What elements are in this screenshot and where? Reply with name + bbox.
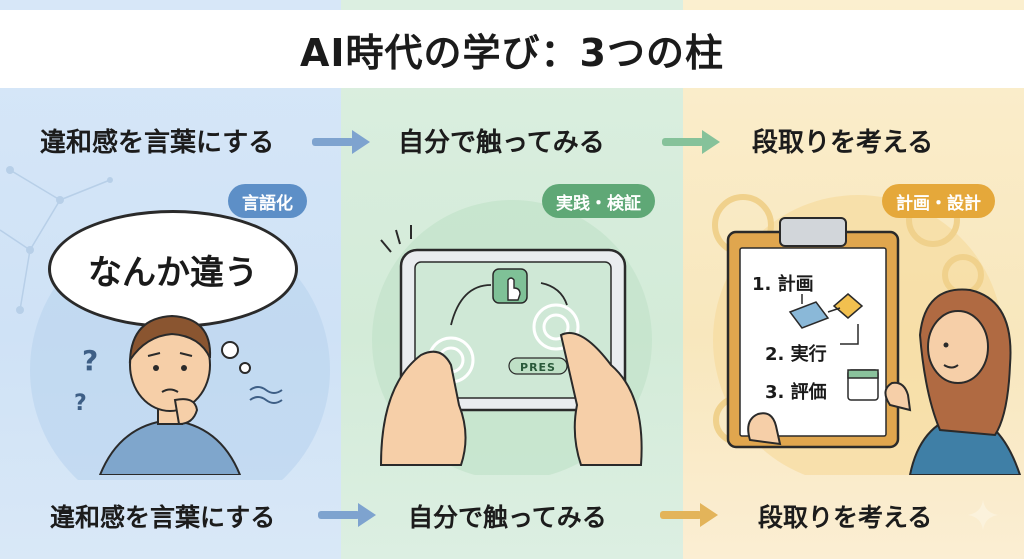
press-button-label: PRES: [520, 360, 556, 374]
step-top-3: 段取りを考える: [752, 128, 934, 158]
speech-text: なんか違う: [88, 252, 258, 293]
tag-verbalize: 言語化: [228, 184, 307, 218]
step-bottom-2: 自分で触ってみる: [408, 503, 607, 532]
step-bottom-1: 違和感を言葉にする: [50, 503, 276, 532]
tag-practice: 実践・検証: [542, 184, 655, 218]
clipboard-item-1: 1. 計画: [752, 274, 814, 295]
tablet-illustration: [372, 200, 652, 475]
arrow-right-icon: [318, 503, 376, 527]
clipboard-item-2: 2. 実行: [765, 344, 827, 365]
page-title: AI時代の学び：3つの柱: [300, 30, 724, 75]
svg-text:?: ?: [74, 391, 87, 416]
clipboard-item-3: 3. 評価: [765, 382, 827, 403]
step-top-1: 違和感を言葉にする: [40, 128, 275, 158]
arrow-right-icon: [312, 130, 370, 154]
planning-woman-icon: [884, 288, 1022, 475]
arrow-right-icon: [662, 130, 720, 154]
clipboard-icon: [726, 217, 900, 449]
touch-hand-icon: [507, 277, 521, 301]
sparkle-icon: [968, 500, 998, 530]
thinking-man-icon: ? ?: [74, 314, 283, 475]
arrow-right-icon: [660, 503, 718, 527]
title-bar: AI時代の学び：3つの柱: [0, 10, 1024, 88]
hand-icon: [747, 412, 782, 446]
step-top-2: 自分で触ってみる: [398, 128, 605, 158]
tag-plan: 計画・設計: [882, 184, 995, 218]
step-bottom-3: 段取りを考える: [758, 503, 933, 532]
speech-bubble: なんか違う: [48, 210, 298, 328]
svg-text:?: ?: [82, 344, 98, 377]
